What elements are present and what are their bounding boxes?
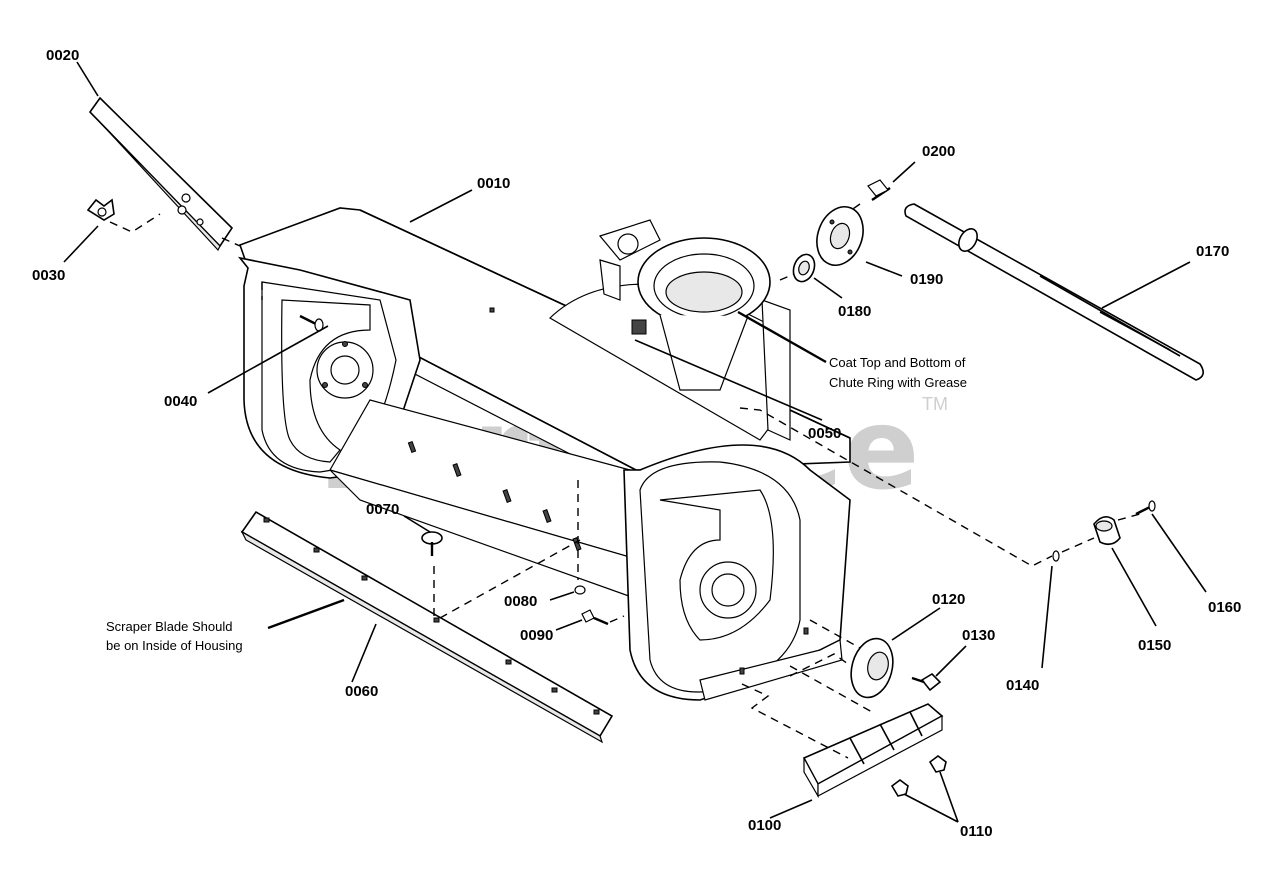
leader-0130 bbox=[935, 645, 967, 677]
dashed-0070-b bbox=[439, 539, 581, 619]
leader-0010 bbox=[409, 189, 473, 223]
leader-0190 bbox=[865, 261, 903, 277]
callout-0020: 0020 bbox=[46, 47, 79, 64]
note-scraper-line2: be on Inside of Housing bbox=[106, 638, 243, 653]
part-0070-bolt bbox=[421, 531, 443, 556]
part-0190-flange bbox=[816, 206, 864, 266]
dashed-0030 bbox=[109, 213, 161, 233]
part-0100-skid bbox=[802, 703, 944, 799]
callout-0060: 0060 bbox=[345, 683, 378, 700]
callout-0080: 0080 bbox=[504, 593, 537, 610]
part-0120-flange-bearing bbox=[850, 637, 894, 699]
part-0090-bolt bbox=[581, 609, 609, 626]
callout-0120: 0120 bbox=[932, 591, 965, 608]
callout-0040: 0040 bbox=[164, 393, 197, 410]
leader-0200 bbox=[892, 161, 916, 183]
part-0110-nuts bbox=[890, 755, 947, 797]
leader-0170 bbox=[1101, 261, 1191, 309]
part-0020-bar bbox=[88, 96, 234, 252]
callout-0170: 0170 bbox=[1196, 243, 1229, 260]
part-0160-bolt bbox=[1135, 500, 1156, 516]
leader-0180 bbox=[813, 277, 843, 299]
callout-0100: 0100 bbox=[748, 817, 781, 834]
callout-0050: 0050 bbox=[808, 425, 841, 442]
callout-0200: 0200 bbox=[922, 143, 955, 160]
dashed-0120-b bbox=[789, 653, 849, 677]
callout-0110: 0110 bbox=[960, 823, 993, 840]
part-chute-ring bbox=[598, 219, 791, 441]
watermark-tm: TM bbox=[922, 394, 948, 414]
leader-0030 bbox=[63, 225, 99, 263]
leader-0110-a bbox=[939, 771, 959, 823]
callout-0030: 0030 bbox=[32, 267, 65, 284]
callout-0160: 0160 bbox=[1208, 599, 1241, 616]
note-chute-line1: Coat Top and Bottom of bbox=[829, 355, 966, 370]
leader-0040 bbox=[207, 325, 329, 394]
leader-0150 bbox=[1111, 547, 1157, 627]
leader-chute-note bbox=[737, 310, 827, 364]
dashed-0180 bbox=[779, 273, 795, 281]
leader-0090 bbox=[555, 619, 583, 631]
dashed-0120 bbox=[809, 619, 861, 649]
dashed-0150 bbox=[1061, 537, 1095, 553]
callout-0150: 0150 bbox=[1138, 637, 1171, 654]
leader-0120 bbox=[891, 607, 941, 641]
part-0180-bearing bbox=[792, 253, 816, 283]
leader-0140 bbox=[1041, 565, 1053, 669]
leader-0160 bbox=[1151, 513, 1207, 593]
callout-0190: 0190 bbox=[910, 271, 943, 288]
callout-0090: 0090 bbox=[520, 627, 553, 644]
dashed-0020 bbox=[221, 237, 241, 247]
leader-0050 bbox=[634, 339, 823, 421]
part-0200-bolt bbox=[867, 179, 891, 201]
part-0040-bolt bbox=[299, 314, 324, 332]
callout-0070: 0070 bbox=[366, 501, 399, 518]
dashed-0090 bbox=[609, 615, 625, 623]
part-0130-bolt bbox=[911, 672, 942, 692]
note-chute-line2: Chute Ring with Grease bbox=[829, 375, 967, 390]
callout-0130: 0130 bbox=[962, 627, 995, 644]
part-0060-scraper-blade bbox=[240, 510, 614, 744]
leader-0100 bbox=[769, 799, 813, 819]
leader-0060 bbox=[351, 623, 377, 683]
part-0140-washer bbox=[1052, 550, 1060, 562]
dashed-0160 bbox=[1117, 513, 1141, 521]
dashed-0100 bbox=[741, 683, 849, 759]
callout-0140: 0140 bbox=[1006, 677, 1039, 694]
part-0080-nut bbox=[574, 585, 586, 595]
dashed-0100-b bbox=[789, 665, 873, 713]
leader-0080 bbox=[549, 591, 575, 601]
callout-0010: 0010 bbox=[477, 175, 510, 192]
part-0030-wingnut bbox=[86, 198, 115, 221]
part-0170-shaft bbox=[904, 203, 1204, 381]
leader-0110-b bbox=[903, 793, 959, 823]
leader-0070 bbox=[403, 515, 431, 533]
note-scraper-line1: Scraper Blade Should bbox=[106, 619, 232, 634]
part-0150-hub bbox=[1093, 516, 1121, 546]
leader-0020 bbox=[76, 61, 99, 97]
leader-scraper-note bbox=[267, 598, 345, 630]
callout-0180: 0180 bbox=[838, 303, 871, 320]
